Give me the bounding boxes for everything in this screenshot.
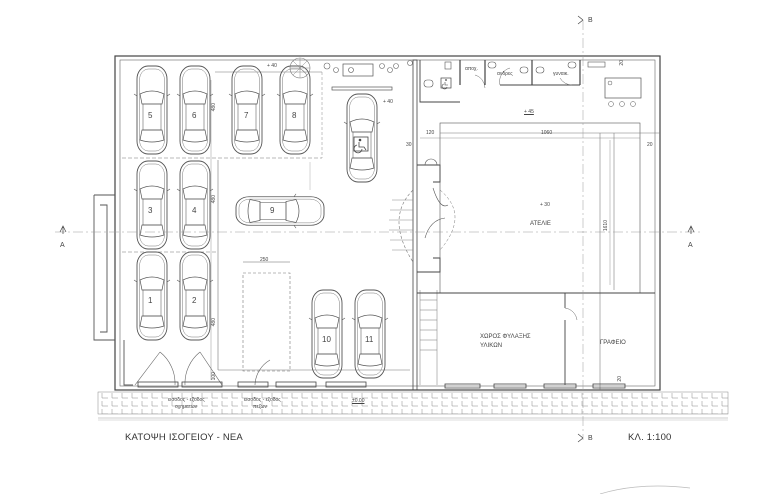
drawing-scale: ΚΛ. 1:100 [628,432,672,443]
level-ground: ±0.00 [352,398,365,404]
parking-space-2: 2 [192,296,197,305]
level-atelier: + 30 [540,202,550,208]
parking-space-4: 4 [192,206,197,215]
drawing-title: ΚΑΤΟΨΗ ΙΣΟΓΕΙΟΥ - ΝΕΑ [125,432,243,443]
dim-20-bottom: 20 [617,376,623,382]
level-parking-top: + 40 [267,63,277,69]
parking-space-5: 5 [148,111,153,120]
level-parking-disabled: + 40 [383,99,393,105]
dim-20-top: 20 [619,60,625,66]
section-a-left-marker: A [60,242,65,249]
dim-480-bottom: 480 [211,318,217,327]
dim-1060: 1060 [541,130,553,136]
parking-space-6: 6 [192,111,197,120]
dim-480-mid: 480 [211,195,217,204]
level-corridor: + 45 [524,109,534,115]
parking-space-8: 8 [292,111,297,120]
section-a-right-marker: A [688,242,693,249]
room-office: ΓΡΑΦΕΙΟ [600,340,626,346]
vehicle-entrance-label-1: εισοδος - εξοδος [168,397,205,403]
dim-1610: 1610 [603,220,609,232]
dim-250: 250 [260,257,269,263]
parking-space-10: 10 [322,335,331,344]
room-atelier: ΑΤΕΛΙΕ [530,221,551,227]
pedestrian-entrance-label-2: πεζων [253,404,267,410]
section-b-top-marker: B [588,17,593,24]
section-b-bottom-marker: B [588,435,593,442]
dim-100: 100 [211,372,217,381]
parking-space-1: 1 [148,296,153,305]
dim-480-top: 480 [211,103,217,112]
outer-wall [114,55,661,391]
room-wc-disabled: αποχ. [465,66,478,72]
dim-20-right: 20 [647,142,653,148]
room-storage-line2: ΥΛΙΚΩΝ [480,343,503,349]
room-wc-women: γυναικ. [553,71,569,77]
parking-space-7: 7 [244,111,249,120]
pedestrian-entrance-label-1: εισοδος - εξοδος [244,397,281,403]
dim-30-left: 30 [406,142,412,148]
parking-space-9: 9 [270,206,275,215]
dim-120: 120 [426,130,435,136]
room-wc-men: ανδρες [497,71,513,77]
parking-space-11: 11 [365,335,374,344]
parking-space-3: 3 [148,206,153,215]
room-storage-line1: ΧΩΡΟΣ ΦΥΛΑΞΗΣ [480,334,531,340]
vehicle-entrance-label-2: οχηματων [175,404,198,410]
